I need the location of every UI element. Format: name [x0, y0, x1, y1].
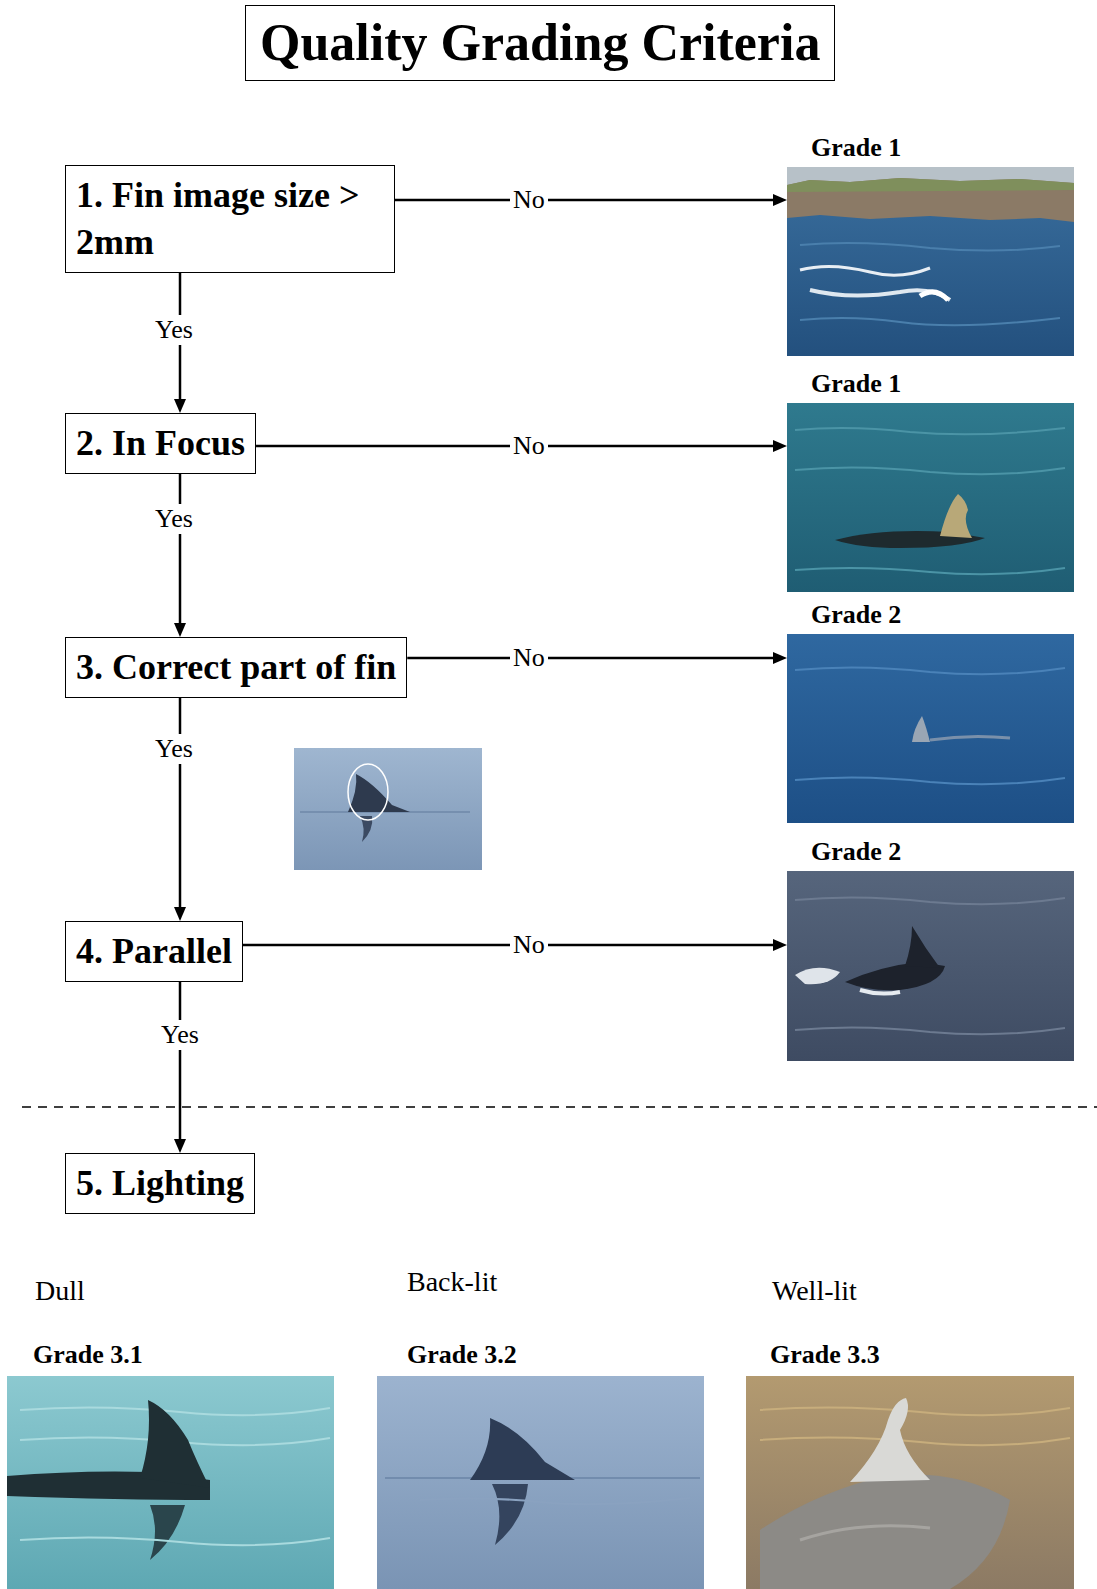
- criterion-box: 3. Correct part of fin: [65, 637, 407, 698]
- lighting-label: Dull: [35, 1274, 85, 1308]
- photo-grade1-blurred: [787, 403, 1074, 592]
- criterion-text: 5. Lighting: [76, 1160, 244, 1207]
- arrow-head: [773, 440, 787, 452]
- diagram-title: Quality Grading Criteria: [245, 5, 835, 81]
- grade-photo: Grade 2: [787, 871, 1074, 1061]
- flow-arrow: [174, 474, 186, 637]
- grade-photo: Grade 2: [787, 634, 1074, 823]
- grade-photo: DullGrade 3.1: [7, 1376, 334, 1589]
- flow-arrow: [395, 194, 787, 206]
- grade-photo: Back-litGrade 3.2: [377, 1376, 704, 1589]
- grade-label: Grade 1: [811, 132, 901, 163]
- arrow-line: [395, 199, 775, 202]
- flow-arrow: [174, 698, 186, 921]
- lighting-label: Well-lit: [772, 1274, 857, 1308]
- grade-label: Grade 1: [811, 368, 901, 399]
- criterion-box: 5. Lighting: [65, 1153, 255, 1214]
- grade-photo: Grade 1: [787, 167, 1074, 356]
- photo-grade33-welllit: [746, 1376, 1074, 1589]
- criterion-text: 2. In Focus: [76, 420, 245, 467]
- grade-photo: Well-litGrade 3.3: [746, 1376, 1074, 1589]
- edge-label: No: [510, 643, 548, 673]
- arrow-line: [407, 657, 775, 660]
- arrow-head: [773, 194, 787, 206]
- edge-label: No: [510, 930, 548, 960]
- grade-label: Grade 2: [811, 836, 901, 867]
- arrow-line: [243, 944, 775, 947]
- criterion-text: 3. Correct part of fin: [76, 644, 396, 691]
- arrow-line: [179, 474, 182, 625]
- criterion-text: 4. Parallel: [76, 928, 232, 975]
- arrow-line: [179, 698, 182, 909]
- criterion-box: 2. In Focus: [65, 413, 256, 474]
- arrow-head: [773, 652, 787, 664]
- photo-grade2-small-fin: [787, 634, 1074, 823]
- grade-label: Grade 3.3: [770, 1339, 880, 1370]
- flow-arrow: [174, 982, 186, 1153]
- grade-label: Grade 2: [811, 599, 901, 630]
- grade-label: Grade 3.2: [407, 1339, 517, 1370]
- edge-label: No: [510, 431, 548, 461]
- lighting-label: Back-lit: [407, 1265, 497, 1299]
- edge-label: No: [510, 185, 548, 215]
- arrow-head: [174, 907, 186, 921]
- edge-label: Yes: [158, 1020, 202, 1050]
- dashed-divider: [22, 1106, 1097, 1108]
- arrow-head: [174, 399, 186, 413]
- photo-correct-part-example: [294, 748, 482, 870]
- edge-label: Yes: [152, 734, 196, 764]
- criterion-box: 1. Fin image size > 2mm: [65, 165, 395, 273]
- photo-grade2-not-parallel: [787, 871, 1074, 1061]
- photo-grade31-dull: [7, 1376, 334, 1589]
- arrow-head: [773, 939, 787, 951]
- grade-label: Grade 3.1: [33, 1339, 143, 1370]
- criterion-box: 4. Parallel: [65, 921, 243, 982]
- arrow-head: [174, 1139, 186, 1153]
- edge-label: Yes: [152, 504, 196, 534]
- photo-grade1-distant: [787, 167, 1074, 356]
- edge-label: Yes: [152, 315, 196, 345]
- grade-photo: Grade 1: [787, 403, 1074, 592]
- photo-grade32-backlit: [377, 1376, 704, 1589]
- arrow-line: [179, 982, 182, 1141]
- flow-arrow: [407, 652, 787, 664]
- arrow-head: [174, 623, 186, 637]
- criterion-text: 1. Fin image size > 2mm: [76, 172, 384, 266]
